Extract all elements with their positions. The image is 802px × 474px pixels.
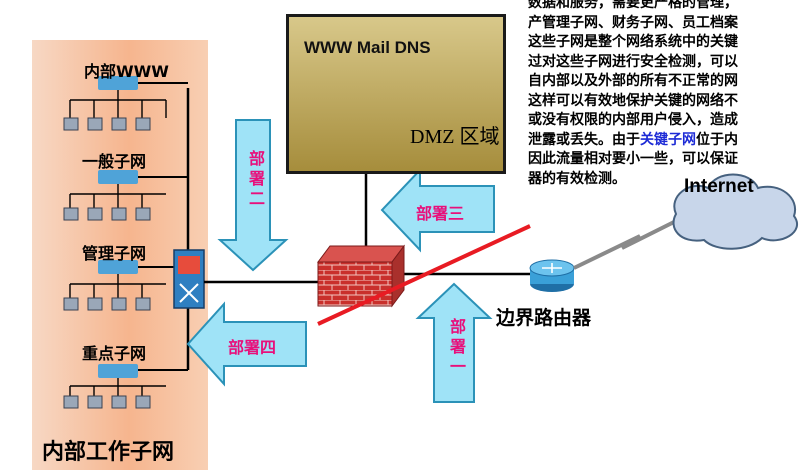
- dmz-servers-title: WWW Mail DNS: [304, 38, 431, 57]
- pc-icon: [111, 117, 127, 131]
- firewall-icon: [317, 244, 405, 308]
- internet-cloud-icon: [672, 173, 798, 250]
- dmz-zone: [286, 14, 506, 174]
- deploy-3-arrow: [380, 167, 495, 253]
- description-line: 产管理子网、财务子网、员工档案: [528, 14, 738, 31]
- deploy-4-arrow: [186, 301, 307, 387]
- description-line: 或没有权限的内部用户侵入，造成: [528, 112, 738, 128]
- switch-icon: [98, 76, 138, 90]
- description-text-segment: 位于内: [696, 131, 738, 148]
- core-switch-icon: [173, 249, 205, 309]
- pc-icon: [111, 297, 127, 311]
- description-text-segment: 泄露或丢失。由于: [528, 131, 640, 148]
- router-icon: [529, 259, 575, 292]
- border-router-label: 边界路由器: [496, 307, 592, 329]
- pc-icon: [63, 207, 79, 221]
- internet-label: Internet: [684, 176, 754, 197]
- description-line: 这些子网是整个网络系统中的关键: [528, 34, 738, 50]
- pc-icon: [135, 207, 151, 221]
- subnet-key: [63, 364, 188, 409]
- deploy-1-label: 部署一: [447, 318, 466, 378]
- pc-icon: [111, 207, 127, 221]
- subnet-label-general: 一般子网: [82, 152, 147, 171]
- key-subnet-highlight: 关键子网: [640, 131, 696, 148]
- deploy-2-label: 部署二: [246, 150, 265, 210]
- switch-icon: [98, 364, 138, 378]
- description-line: 器的有效检测。: [528, 170, 626, 187]
- description-line: 泄露或丢失。由于关键子网位于内: [528, 131, 802, 151]
- subnet-general: [63, 170, 188, 221]
- dmz-zone-label: DMZ 区域: [410, 126, 500, 148]
- deploy-2-arrow: [217, 119, 289, 272]
- pc-icon: [135, 297, 151, 311]
- deploy-3-label: 部署三: [416, 204, 465, 223]
- attack-path-line: [317, 224, 531, 326]
- deploy-1-arrow: [415, 282, 493, 403]
- description-line: 这样可以有效地保护关键的网络不: [528, 92, 738, 109]
- pc-icon: [87, 207, 103, 221]
- deploy-4-label: 部署四: [228, 338, 277, 357]
- pc-icon: [63, 297, 79, 311]
- subnet-label-www: 内部WWW: [84, 62, 169, 81]
- subnet-management: [63, 260, 176, 311]
- description-line: 过对这些子网进行安全检测，可以: [528, 53, 738, 70]
- wan-link: [573, 212, 691, 270]
- description-line: 数据和服务，需要更严格的管理，: [528, 0, 738, 11]
- pc-icon: [111, 395, 127, 409]
- switch-icon: [98, 170, 138, 184]
- pc-icon: [63, 395, 79, 409]
- pc-icon: [135, 117, 151, 131]
- pc-icon: [135, 395, 151, 409]
- pc-icon: [87, 297, 103, 311]
- switch-icon: [98, 260, 138, 274]
- description-line: 自内部以及外部的所有不正常的网: [528, 73, 738, 89]
- subnet-label-management: 管理子网: [82, 244, 147, 263]
- description-text: 数据和服务，需要更严格的管理， 产管理子网、财务子网、员工档案 这些子网是整个网…: [528, 0, 802, 189]
- internal-panel-title: 内部工作子网: [42, 440, 175, 465]
- pc-icon: [87, 117, 103, 131]
- description-line: 因此流量相对要小一些，可以保证: [528, 151, 738, 167]
- pc-icon: [63, 117, 79, 131]
- subnet-www: [63, 76, 188, 131]
- pc-icon: [87, 395, 103, 409]
- subnet-label-key: 重点子网: [82, 344, 147, 363]
